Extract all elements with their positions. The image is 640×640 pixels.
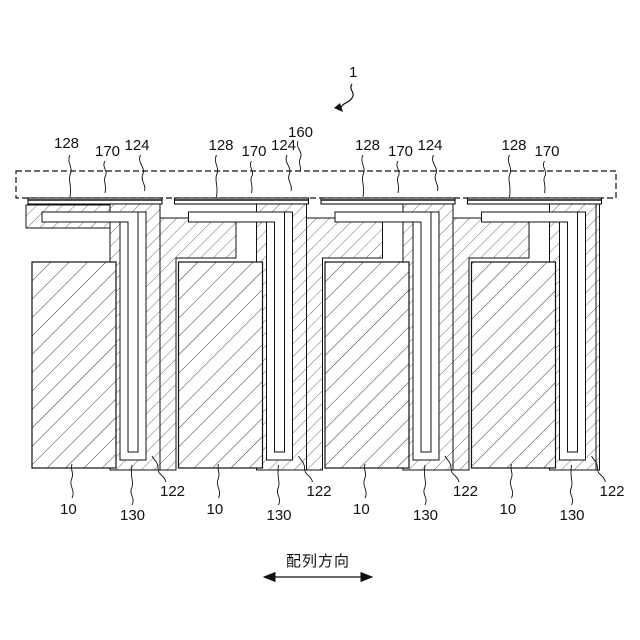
label-cover-2: 170 — [242, 143, 267, 160]
cell-4 — [472, 262, 556, 468]
right-wall — [596, 204, 600, 470]
cell-3 — [325, 262, 409, 468]
label-bus-layer-2: 124 — [125, 137, 150, 154]
label-contact-2: 128 — [209, 137, 234, 154]
leader-tab-2 — [277, 465, 279, 505]
leader-tab-1 — [131, 465, 133, 505]
leader-cover-3 — [397, 161, 399, 193]
label-tab-1: 130 — [120, 507, 145, 524]
leader-cell-3 — [364, 464, 366, 498]
leader-cell-4 — [510, 464, 512, 498]
contact-plate-3 — [321, 198, 455, 204]
leader-bus-layer-4 — [433, 155, 438, 191]
label-cover-1: 170 — [95, 143, 120, 160]
contact-plate-4 — [468, 198, 602, 204]
label-wall-1: 122 — [160, 483, 185, 500]
leader-cover-1 — [104, 161, 106, 193]
label-contact-1: 128 — [54, 135, 79, 152]
contact-plate-1 — [28, 198, 162, 204]
leader-contact-1 — [69, 155, 71, 197]
leader-bus-layer-3 — [286, 155, 291, 191]
cell-2 — [179, 262, 263, 468]
leader-cover-2 — [250, 161, 252, 193]
label-cell-2: 10 — [207, 501, 224, 518]
leader-contact-4 — [508, 155, 510, 197]
label-bus-layer-3: 124 — [271, 137, 296, 154]
label-contact-3: 128 — [355, 137, 380, 154]
label-bus-layer-4: 124 — [418, 137, 443, 154]
leader-plate — [297, 141, 301, 171]
label-tab-4: 130 — [560, 507, 585, 524]
direction-label: 配列方向 — [286, 553, 350, 570]
leader-device — [340, 84, 353, 110]
leader-cell-1 — [71, 464, 73, 498]
leader-cover-4 — [543, 161, 545, 193]
cell-1 — [32, 262, 116, 468]
leader-contact-3 — [362, 155, 364, 197]
label-wall-3: 122 — [453, 483, 478, 500]
label-cell-4: 10 — [500, 501, 517, 518]
label-device: 1 — [349, 64, 357, 81]
label-cover-4: 170 — [535, 143, 560, 160]
label-tab-3: 130 — [413, 507, 438, 524]
contact-plate-2 — [175, 198, 309, 204]
label-cell-1: 10 — [60, 501, 77, 518]
label-wall-2: 122 — [307, 483, 332, 500]
label-contact-4: 128 — [502, 137, 527, 154]
leader-tab-4 — [570, 465, 572, 505]
label-cell-3: 10 — [353, 501, 370, 518]
label-wall-4: 122 — [600, 483, 625, 500]
leader-contact-2 — [215, 155, 217, 197]
label-tab-2: 130 — [267, 507, 292, 524]
leader-cell-2 — [217, 464, 219, 498]
leader-bus-layer-2 — [140, 155, 145, 191]
label-cover-3: 170 — [388, 143, 413, 160]
leader-tab-3 — [424, 465, 426, 505]
